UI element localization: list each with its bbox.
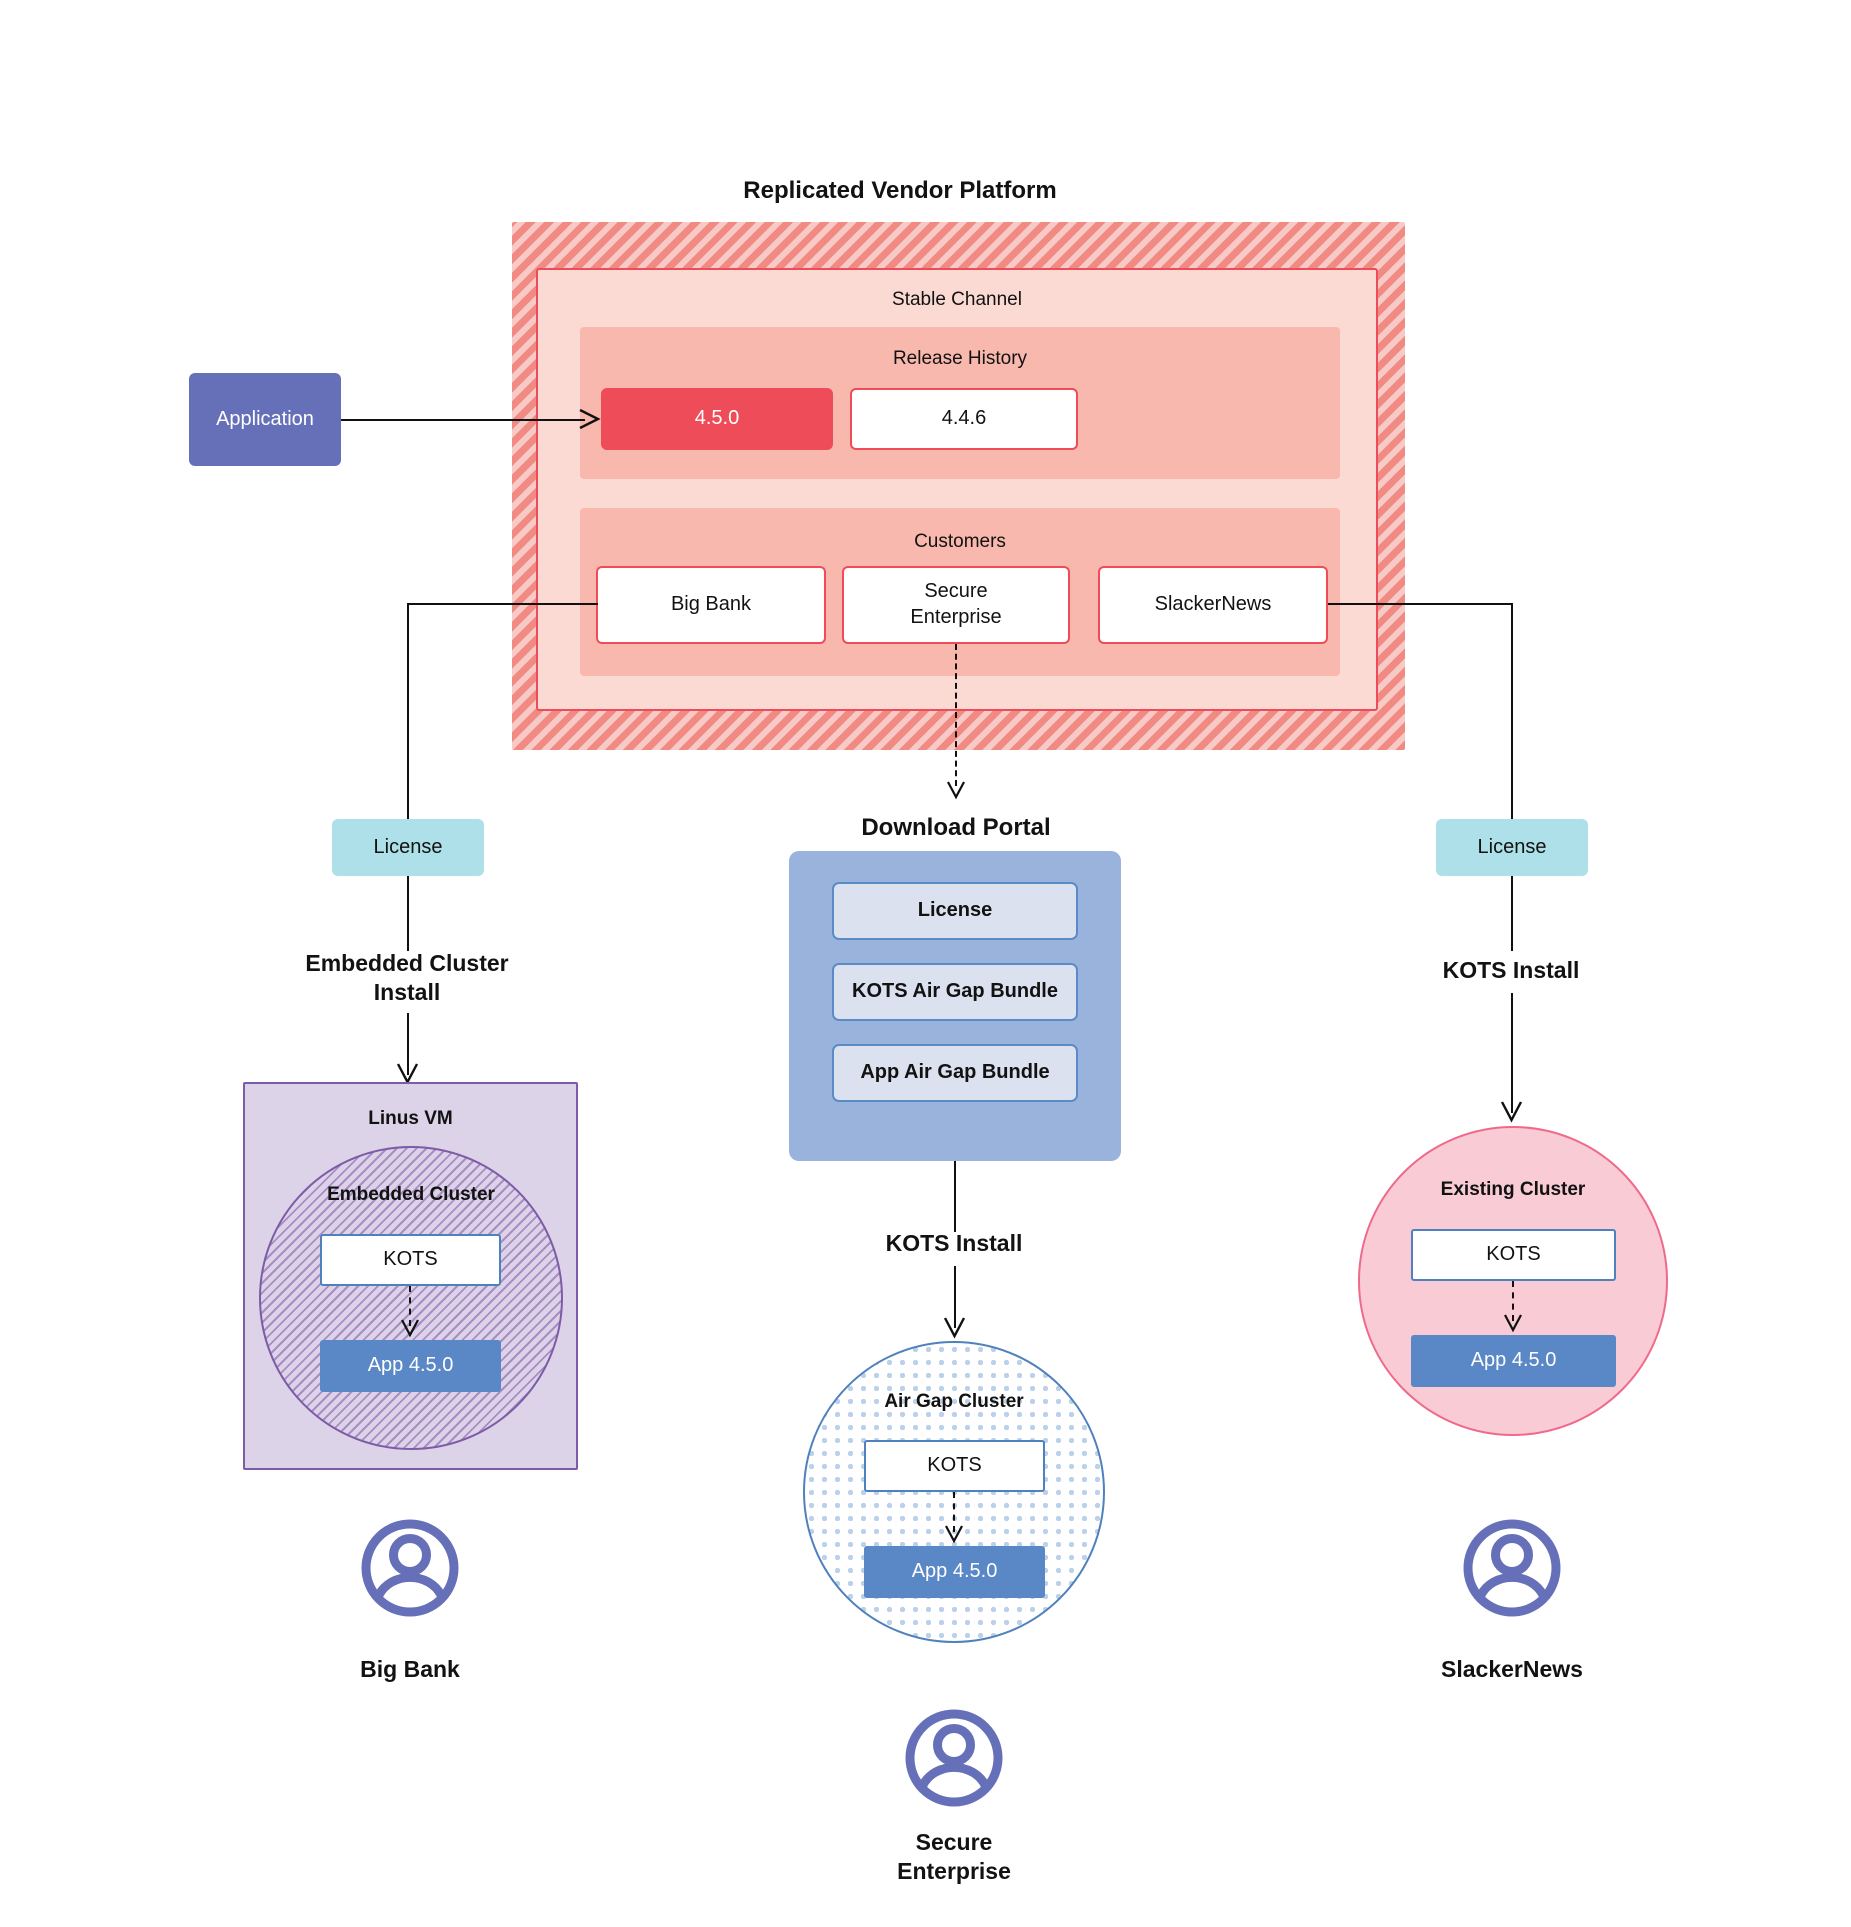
- kots-box-embedded[interactable]: KOTS: [320, 1234, 501, 1286]
- slackernews-connector-vertical: [1511, 603, 1513, 819]
- install-to-vm-line: [407, 1013, 409, 1075]
- license-chip-right[interactable]: License: [1436, 819, 1588, 876]
- app-label: App 4.5.0: [1470, 1349, 1557, 1372]
- user-icon: [905, 1709, 1003, 1807]
- license-label: License: [373, 835, 443, 858]
- secure-enterprise-to-portal-dashed: [955, 644, 957, 786]
- linux-vm-label: Linus VM: [368, 1107, 453, 1129]
- user-icon: [361, 1519, 459, 1617]
- airgap-app-arrowhead-icon: [945, 1525, 963, 1544]
- airgap-arrowhead-icon: [943, 1317, 966, 1339]
- air-gap-cluster-label: Air Gap Cluster: [884, 1390, 1024, 1412]
- release-version: 4.4.6: [941, 407, 987, 430]
- portal-item-kots-air-gap-bundle[interactable]: KOTS Air Gap Bundle: [832, 963, 1078, 1021]
- app-box-existing[interactable]: App 4.5.0: [1411, 1335, 1616, 1387]
- release-history-label: Release History: [892, 347, 1028, 369]
- user-label-slackernews: SlackerNews: [1441, 1656, 1583, 1683]
- license-to-install-line-left: [407, 876, 409, 951]
- customer-name: SlackerNews: [1154, 593, 1272, 616]
- application-arrowhead-icon: [579, 408, 601, 430]
- kots-to-app-dashed-airgap: [953, 1492, 955, 1532]
- embedded-cluster-circle: [259, 1146, 563, 1450]
- install-to-existing-line: [1511, 993, 1513, 1113]
- avatar-secure-enterprise: [902, 1706, 1006, 1810]
- app-label: App 4.5.0: [911, 1560, 998, 1583]
- download-portal-title: Download Portal: [861, 813, 1051, 841]
- user-icon: [1463, 1519, 1561, 1617]
- license-to-install-line-right: [1511, 876, 1513, 951]
- license-chip-left[interactable]: License: [332, 819, 484, 876]
- embedded-install-label: Embedded Cluster Install: [305, 949, 509, 1005]
- portal-item-app-air-gap-bundle[interactable]: App Air Gap Bundle: [832, 1044, 1078, 1102]
- customer-card-big-bank[interactable]: Big Bank: [596, 566, 826, 644]
- portal-item-label: License: [917, 899, 993, 922]
- release-card-previous[interactable]: 4.4.6: [850, 388, 1078, 450]
- app-box-embedded[interactable]: App 4.5.0: [320, 1340, 501, 1392]
- release-card-current[interactable]: 4.5.0: [601, 388, 833, 450]
- airgap-install-label: KOTS Install: [885, 1230, 1023, 1257]
- kots-to-app-dashed-existing: [1512, 1281, 1514, 1321]
- portal-arrowhead-icon: [947, 781, 965, 800]
- avatar-big-bank: [358, 1516, 462, 1620]
- existing-arrowhead-icon: [1500, 1101, 1523, 1123]
- customer-name: Secure Enterprise: [910, 580, 1002, 628]
- portal-item-license[interactable]: License: [832, 882, 1078, 940]
- install-to-airgap-line: [954, 1266, 956, 1328]
- customer-card-secure-enterprise[interactable]: Secure Enterprise: [842, 566, 1070, 644]
- application-label: Application: [216, 407, 314, 430]
- app-label: App 4.5.0: [367, 1354, 454, 1377]
- customer-card-slackernews[interactable]: SlackerNews: [1098, 566, 1328, 644]
- kots-label: KOTS: [1486, 1243, 1541, 1266]
- slackernews-connector-horizontal: [1328, 603, 1513, 605]
- user-label-big-bank: Big Bank: [360, 1656, 460, 1683]
- existing-cluster-label: Existing Cluster: [1440, 1178, 1586, 1200]
- app-box-airgap[interactable]: App 4.5.0: [864, 1546, 1045, 1598]
- stable-channel-label: Stable Channel: [892, 288, 1022, 310]
- existing-app-arrowhead-icon: [1504, 1314, 1522, 1333]
- kots-label: KOTS: [927, 1454, 982, 1477]
- user-label-secure-enterprise: Secure Enterprise: [897, 1828, 1011, 1884]
- avatar-slackernews: [1460, 1516, 1564, 1620]
- diagram-title: Replicated Vendor Platform: [743, 176, 1057, 204]
- kots-label: KOTS: [383, 1248, 438, 1271]
- customer-name: Big Bank: [670, 593, 752, 616]
- application-to-release-line: [341, 419, 585, 421]
- existing-install-label: KOTS Install: [1442, 957, 1580, 984]
- application-box[interactable]: Application: [189, 373, 341, 466]
- customers-label: Customers: [914, 530, 1006, 552]
- portal-item-label: App Air Gap Bundle: [860, 1061, 1050, 1084]
- embedded-app-arrowhead-icon: [401, 1319, 419, 1338]
- release-version: 4.5.0: [694, 407, 740, 430]
- bigbank-connector-vertical: [407, 603, 409, 819]
- kots-to-app-dashed-embedded: [409, 1286, 411, 1326]
- license-label: License: [1477, 835, 1547, 858]
- portal-to-install-line: [954, 1161, 956, 1232]
- kots-box-airgap[interactable]: KOTS: [864, 1440, 1045, 1492]
- embedded-cluster-label: Embedded Cluster: [327, 1183, 495, 1205]
- bigbank-connector-horizontal: [407, 603, 598, 605]
- kots-box-existing[interactable]: KOTS: [1411, 1229, 1616, 1281]
- portal-item-label: KOTS Air Gap Bundle: [852, 980, 1058, 1003]
